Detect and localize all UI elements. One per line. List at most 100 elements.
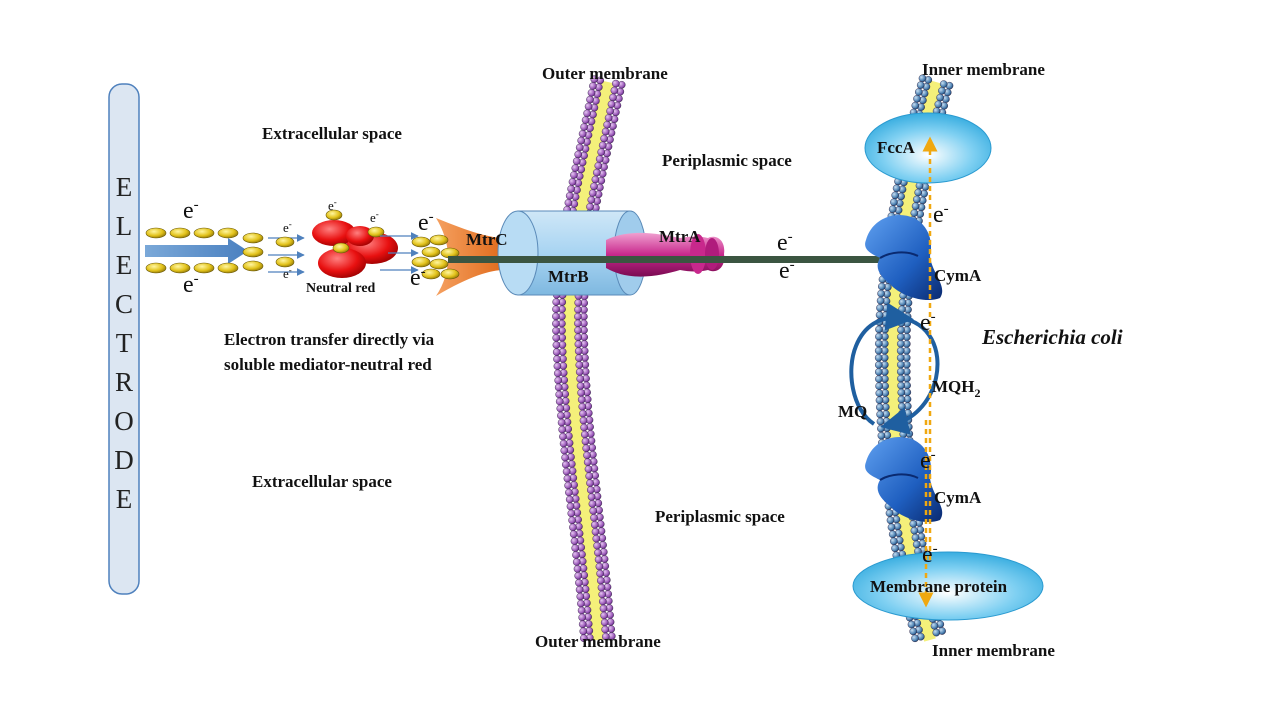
lipid-head: [572, 551, 580, 559]
lipid-head: [896, 346, 905, 355]
electrode-letter: D: [114, 445, 134, 475]
lipid-head: [909, 627, 918, 636]
outer-membrane-bottom-label: Outer membrane: [535, 632, 661, 651]
lipid-head: [890, 537, 898, 546]
electron-label: e-: [283, 219, 292, 235]
lipid-head: [600, 134, 608, 143]
lipid-head: [574, 326, 582, 335]
lipid-head: [911, 634, 919, 643]
lipid-head: [913, 195, 921, 204]
membrane-protein-label: Membrane protein: [870, 577, 1008, 596]
fcca-label: FccA: [877, 138, 915, 157]
lipid-head: [886, 516, 895, 525]
lipid-head: [587, 486, 595, 494]
lipid-head: [562, 460, 570, 469]
electron-label: e-: [410, 264, 426, 291]
lipid-head: [575, 143, 584, 152]
lipid-head: [934, 100, 943, 109]
lipid-head: [571, 544, 580, 552]
lipid-head: [588, 189, 597, 197]
lipid-head: [594, 548, 602, 557]
lipid-head: [876, 410, 884, 419]
lipid-head: [932, 628, 941, 637]
lipid-head: [565, 495, 574, 504]
lipid-head: [877, 289, 885, 298]
lipid-head: [593, 541, 601, 550]
electron-label: e-: [920, 447, 936, 474]
lipid-head: [552, 348, 561, 356]
lipid-head: [911, 101, 920, 110]
lipid-head: [576, 382, 585, 390]
lipid-head: [601, 127, 610, 136]
lipid-head: [876, 417, 885, 426]
electron-label: e-: [183, 271, 199, 298]
lipid-head: [554, 376, 563, 385]
lipid-head: [876, 304, 884, 312]
lipid-head: [916, 81, 925, 89]
lipid-head: [875, 368, 883, 376]
lipid-head: [911, 533, 920, 542]
transfer-caption-line1: Electron transfer directly via: [224, 330, 435, 349]
lipid-head: [567, 509, 576, 518]
lipid-head: [566, 502, 575, 511]
lipid-head: [564, 481, 572, 490]
lipid-head: [552, 334, 561, 342]
lipid-head: [560, 446, 569, 455]
lipid-head: [896, 353, 905, 362]
lipid-head: [569, 530, 578, 539]
lipid-head: [559, 432, 567, 441]
electrode-letter: L: [116, 211, 133, 241]
arrows-to-mtrc: [380, 232, 419, 274]
lipid-head: [915, 88, 923, 96]
lipid-head: [887, 523, 896, 532]
cyma-top-label: CymA: [934, 266, 982, 285]
lipid-head: [575, 585, 584, 594]
lipid-head: [595, 155, 604, 163]
lipid-head: [576, 375, 585, 383]
lipid-head: [875, 339, 883, 348]
lipid-head: [581, 116, 590, 124]
lipid-head: [897, 381, 905, 390]
electron-label: e-: [183, 197, 199, 224]
lipid-head: [874, 346, 883, 355]
lipid-head: [891, 544, 899, 553]
lipid-head: [875, 361, 883, 369]
cyma-protein-bottom: [865, 436, 943, 523]
lipid-head: [590, 514, 598, 522]
lipid-head: [891, 191, 900, 200]
lipid-head: [898, 409, 906, 418]
lipid-head: [898, 298, 907, 307]
lipid-head: [571, 164, 580, 172]
lipid-head: [875, 311, 884, 319]
lipid-head: [584, 102, 593, 111]
lipid-head: [552, 319, 560, 328]
lipid-head: [597, 583, 606, 592]
periplasmic-bottom-label: Periplasmic space: [655, 507, 785, 526]
lipid-head: [580, 634, 588, 643]
lipid-head: [591, 175, 600, 184]
lipid-head: [555, 390, 564, 399]
lipid-head: [600, 618, 609, 627]
lipid-head: [578, 402, 587, 411]
lipid-head: [582, 444, 591, 453]
lipid-head: [584, 465, 593, 474]
lipid-head: [588, 500, 597, 508]
lipid-head: [575, 579, 583, 587]
lipid-head: [875, 396, 884, 405]
neutral-red-mediator: [312, 209, 398, 278]
lipid-head: [606, 107, 614, 115]
lipid-head: [583, 451, 591, 460]
electron-conduit: [448, 256, 918, 263]
lipid-head: [897, 395, 906, 404]
lipid-head: [897, 374, 905, 383]
lipid-head: [888, 530, 897, 539]
electron-label: e-: [777, 229, 793, 256]
lipid-head: [591, 521, 599, 529]
lipid-head: [874, 353, 883, 362]
lipid-head: [610, 86, 619, 95]
electron-label: e-: [933, 201, 949, 228]
lipid-head: [592, 534, 601, 543]
lipid-head: [557, 418, 566, 427]
